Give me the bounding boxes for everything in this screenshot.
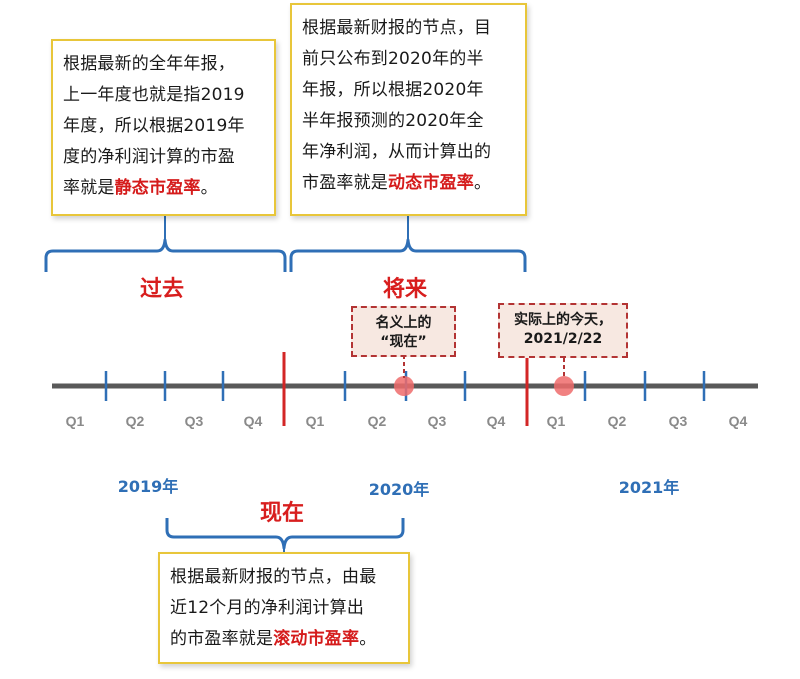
rolling-pe-note: 根据最新财报的节点，由最 近12个月的净利润计算出 的市盈率就是滚动市盈率。 xyxy=(158,552,410,664)
note-line: 前只公布到2020年的半 xyxy=(302,49,484,69)
note-line: 根据最新财报的节点，目 xyxy=(302,18,492,38)
dynamic-pe-note: 根据最新财报的节点，目 前只公布到2020年的半 年报，所以根据2020年 半年… xyxy=(290,3,527,216)
quarter-label: Q1 xyxy=(65,413,85,429)
static-pe-term: 静态市盈率 xyxy=(114,178,201,198)
note-line: 根据最新的全年年报， xyxy=(63,54,235,74)
quarter-label: Q4 xyxy=(486,413,506,429)
now-label: 现在 xyxy=(260,501,305,526)
quarter-label: Q2 xyxy=(125,413,145,429)
quarter-label: Q3 xyxy=(184,413,204,429)
note-line-final: 的市盈率就是滚动市盈率。 xyxy=(170,629,377,649)
future-label: 将来 xyxy=(383,277,428,302)
actual-today-callout: 实际上的今天， 2021/2/22 xyxy=(498,303,628,358)
quarter-label: Q3 xyxy=(668,413,688,429)
year-label-2021: 2021年 xyxy=(618,478,680,497)
quarter-label: Q2 xyxy=(367,413,387,429)
quarter-label: Q3 xyxy=(427,413,447,429)
quarter-label: Q1 xyxy=(546,413,566,429)
future-bracket xyxy=(289,238,527,272)
actual-today-dot xyxy=(554,376,574,396)
note-line-final: 市盈率就是动态市盈率。 xyxy=(302,173,492,193)
quarter-label: Q4 xyxy=(728,413,748,429)
nominal-now-callout: 名义上的 “现在” xyxy=(351,306,456,357)
past-bracket xyxy=(44,238,287,272)
quarter-label: Q4 xyxy=(243,413,263,429)
past-label: 过去 xyxy=(140,277,185,302)
note-line: 上一年度也就是指2019 xyxy=(63,85,245,105)
callout-line: “现在” xyxy=(380,334,427,350)
quarter-label: Q1 xyxy=(305,413,325,429)
year-label-2020: 2020年 xyxy=(368,480,430,499)
static-pe-note: 根据最新的全年年报， 上一年度也就是指2019 年度，所以根据2019年 度的净… xyxy=(51,39,276,216)
note-line: 年净利润，从而计算出的 xyxy=(302,142,492,162)
year-label-2019: 2019年 xyxy=(117,477,179,496)
nominal-now-dot xyxy=(394,376,414,396)
rolling-pe-term: 滚动市盈率 xyxy=(273,629,360,649)
note-line: 年度，所以根据2019年 xyxy=(63,116,245,136)
note-line-final: 率就是静态市盈率。 xyxy=(63,178,218,198)
note-line: 近12个月的净利润计算出 xyxy=(170,598,365,618)
dynamic-pe-term: 动态市盈率 xyxy=(388,173,474,193)
note-line: 半年报预测的2020年全 xyxy=(302,111,484,131)
callout-line: 实际上的今天， xyxy=(514,312,612,328)
note-line: 根据最新财报的节点，由最 xyxy=(170,567,377,587)
note-line: 年报，所以根据2020年 xyxy=(302,80,484,100)
callout-line: 2021/2/22 xyxy=(523,331,603,347)
quarter-label: Q2 xyxy=(607,413,627,429)
callout-line: 名义上的 xyxy=(375,315,432,331)
note-line: 度的净利润计算的市盈 xyxy=(63,147,235,167)
